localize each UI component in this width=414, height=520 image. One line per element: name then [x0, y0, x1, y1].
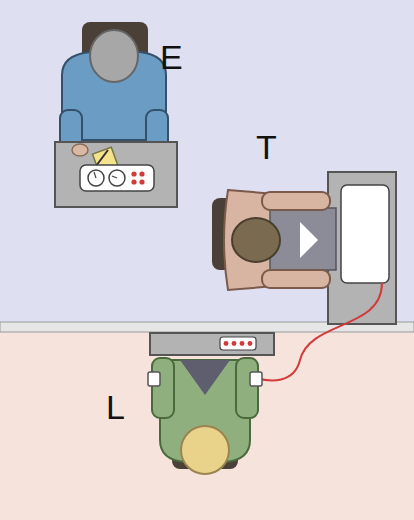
role-letter: E — [160, 40, 183, 74]
role-letter: L — [106, 390, 125, 424]
role-letter: T — [256, 130, 277, 164]
